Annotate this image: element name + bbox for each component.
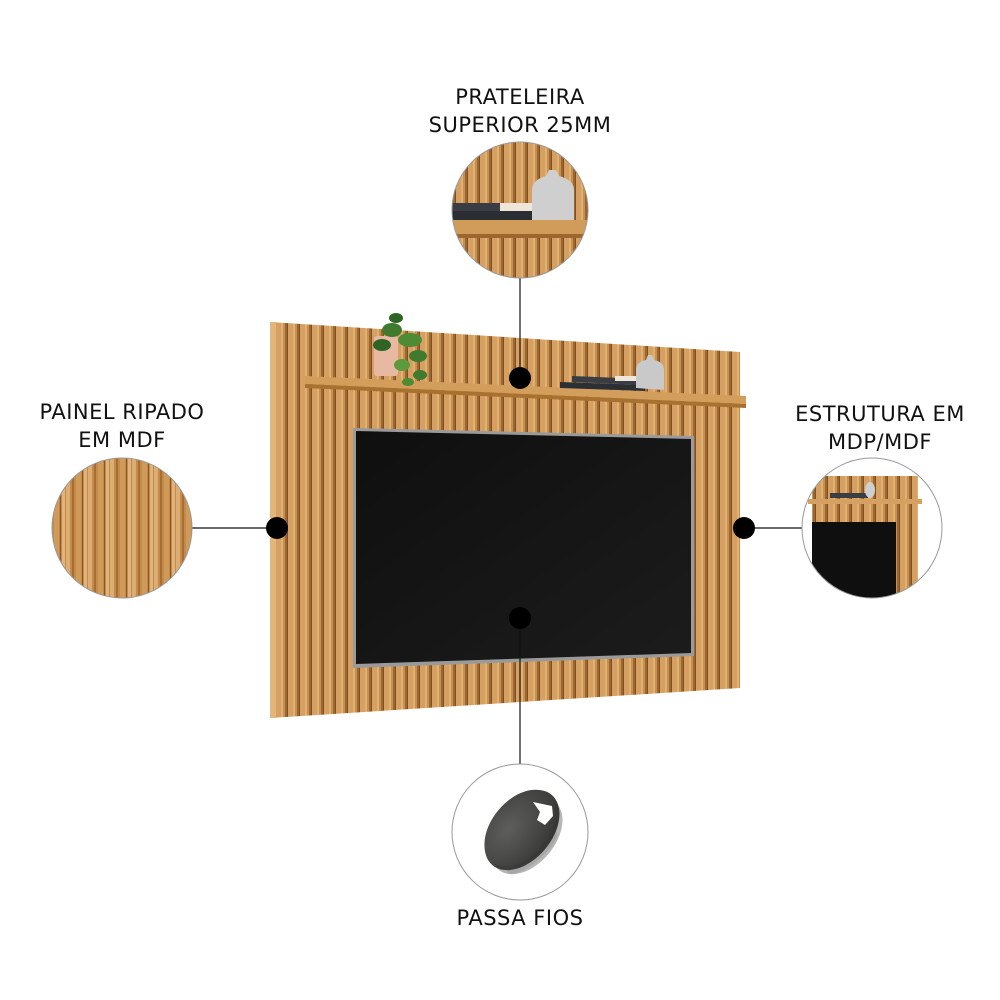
- callout-slatted-panel-label: PAINEL RIPADO EM MDF: [22, 398, 222, 454]
- callout-top-line1: PRATELEIRA: [455, 85, 585, 109]
- callout-left-line1: PAINEL RIPADO: [39, 400, 205, 424]
- callout-top-line2: SUPERIOR 25MM: [428, 113, 612, 137]
- callout-right-line2: MDP/MDF: [828, 430, 932, 454]
- cable-grommet-icon: [484, 789, 563, 875]
- detail-top-shelf: [451, 141, 589, 279]
- top-shelf: [305, 376, 746, 408]
- callout-structure-label: ESTRUTURA EM MDP/MDF: [780, 400, 980, 456]
- detail-cable-grommet: [451, 763, 589, 901]
- detail-structure: [801, 457, 943, 599]
- marker-panel-dot: [266, 517, 288, 539]
- callout-left-line2: EM MDF: [78, 428, 166, 452]
- tv-screen: [353, 428, 694, 668]
- marker-structure-dot: [733, 517, 755, 539]
- marker-shelf-dot: [509, 367, 531, 389]
- detail-slatted-panel: [51, 457, 193, 599]
- callout-bottom-line1: PASSA FIOS: [456, 906, 584, 930]
- tv-panel: [270, 313, 746, 718]
- callout-right-line1: ESTRUTURA EM: [795, 402, 965, 426]
- marker-grommet-dot: [509, 607, 531, 629]
- books-icon: [560, 376, 645, 391]
- plant-icon: [373, 313, 427, 386]
- vase-icon: [636, 355, 664, 390]
- callout-cable-grommet-label: PASSA FIOS: [420, 904, 620, 932]
- callout-top-shelf-label: PRATELEIRA SUPERIOR 25MM: [400, 83, 640, 139]
